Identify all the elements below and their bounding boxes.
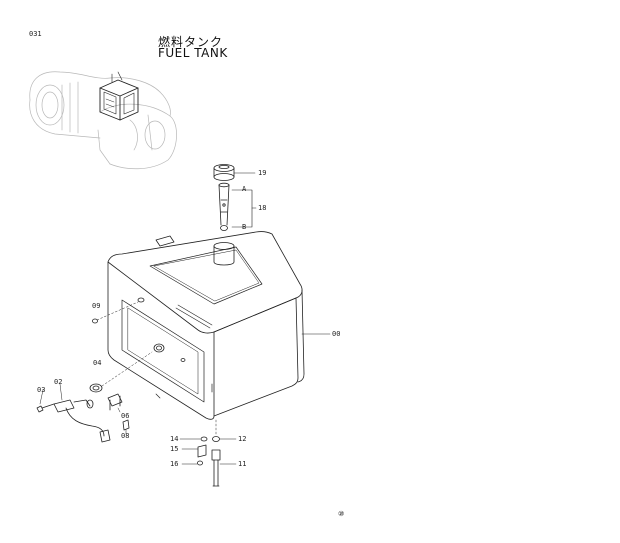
callout-12: 12 (238, 435, 247, 443)
title-english: FUEL TANK (158, 46, 228, 60)
strainer-drawing (218, 182, 230, 231)
page-footer-mark: ⑩ (338, 510, 345, 518)
leaders-top (231, 172, 257, 228)
drain-parts (179, 419, 237, 487)
page-code: 031 (29, 30, 42, 38)
callout-08: 08 (121, 432, 130, 440)
title-japanese: 燃料タンク (158, 35, 224, 49)
callout-00: 00 (332, 330, 341, 338)
callout-14: 14 (170, 435, 179, 443)
small-parts-left (36, 301, 153, 443)
filler-cap-drawing (213, 164, 235, 181)
callout-19: 19 (258, 169, 267, 177)
callout-18: 18 (258, 204, 267, 212)
callout-09: 09 (92, 302, 101, 310)
callout-b: B (242, 223, 247, 231)
callout-15: 15 (170, 445, 179, 453)
callout-04: 04 (93, 359, 102, 367)
callout-02: 02 (54, 378, 63, 386)
callout-a: A (242, 185, 247, 193)
callout-16: 16 (170, 460, 179, 468)
fuel-tank-body (107, 231, 331, 420)
callout-11: 11 (238, 460, 247, 468)
callout-06: 06 (121, 412, 130, 420)
locator-highlight-tank (99, 71, 139, 121)
callout-03: 03 (37, 386, 46, 394)
machine-locator-sketch (29, 71, 177, 170)
